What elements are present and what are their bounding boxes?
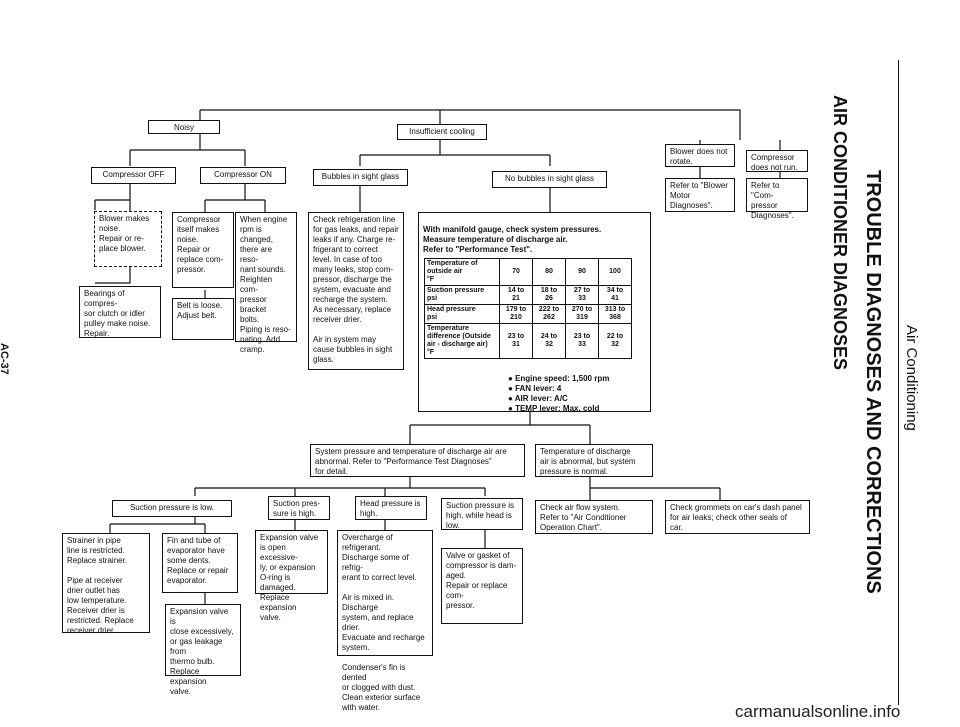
page-number: AC-37 bbox=[0, 343, 10, 375]
performance-cell: 270 to 319 bbox=[565, 304, 599, 324]
performance-cell: 80 bbox=[532, 258, 566, 286]
condition-item: ● FAN lever: 4 bbox=[508, 384, 562, 393]
section-label: Air Conditioning bbox=[903, 325, 920, 431]
compressor-itself-box: Compressor itself makes noise. Repair or… bbox=[172, 212, 234, 288]
engine-rpm-box: When engine rpm is changed, there are re… bbox=[235, 212, 297, 354]
overcharge-box: Overcharge of refrigerant. Discharge som… bbox=[337, 530, 433, 712]
watermark-text: carmanualsonline.info bbox=[735, 702, 901, 721]
compressor-off-box: Compressor OFF bbox=[91, 167, 176, 184]
bubbles-box: Bubbles in sight glass bbox=[313, 169, 408, 186]
performance-cell: 27 to 33 bbox=[565, 285, 599, 305]
temp-discharge-abnormal-box: Temperature of discharge air is abnormal… bbox=[535, 444, 653, 477]
performance-cell: 23 to 33 bbox=[565, 323, 599, 359]
performance-cell: 24 to 32 bbox=[532, 323, 566, 359]
expansion-close-box: Expansion valve is close excessively, or… bbox=[165, 604, 241, 696]
no-bubbles-box: No bubbles in sight glass bbox=[492, 171, 607, 188]
performance-row-label: Temperature difference (Outside air - di… bbox=[424, 323, 500, 359]
bearings-noise-box: Bearings of compres- sor clutch or idler… bbox=[79, 286, 161, 338]
performance-cell: 22 to 32 bbox=[598, 323, 632, 359]
fin-tube-box: Fin and tube of evaporator have some den… bbox=[162, 533, 238, 593]
performance-cell: 179 to 210 bbox=[499, 304, 533, 324]
performance-cell: 100 bbox=[598, 258, 632, 286]
noisy-box: Noisy bbox=[148, 120, 220, 134]
check-grommets-box: Check grommets on car's dash panel for a… bbox=[665, 500, 810, 534]
strainer-box: Strainer in pipe line is restricted. Rep… bbox=[62, 533, 150, 635]
condition-item: ● AIR lever: A/C bbox=[508, 394, 568, 403]
performance-cell: 23 to 31 bbox=[499, 323, 533, 359]
expansion-open-box: Expansion valve is open excessive- ly, o… bbox=[255, 530, 328, 622]
check-refrigeration-box: Check refrigeration line for gas leaks, … bbox=[308, 212, 404, 370]
suction-low-box: Suction pressure is low. bbox=[112, 500, 232, 517]
head-high-box: Head pressure is high. bbox=[355, 496, 427, 520]
test-conditions: ● Engine speed: 1,500 rpm ● FAN lever: 4… bbox=[508, 374, 609, 414]
condition-item: ● TEMP lever: Max. cold bbox=[508, 404, 600, 413]
performance-cell: 90 bbox=[565, 258, 599, 286]
refer-compressor-box: Refer to "Com- pressor Diagnoses". bbox=[746, 178, 808, 220]
blower-noise-box: Blower makes noise. Repair or re- place … bbox=[94, 211, 162, 267]
condition-item: ● Engine speed: 1,500 rpm bbox=[508, 374, 610, 383]
performance-cell: 313 to 368 bbox=[598, 304, 632, 324]
check-airflow-box: Check air flow system. Refer to "Air Con… bbox=[535, 500, 653, 534]
performance-cell: 222 to 262 bbox=[532, 304, 566, 324]
manifold-intro-text: With manifold gauge, check system pressu… bbox=[423, 225, 602, 254]
valve-gasket-box: Valve or gasket of compressor is dam- ag… bbox=[441, 548, 523, 624]
performance-cell: 70 bbox=[499, 258, 533, 286]
performance-row-label: Head pressure psi bbox=[424, 304, 500, 324]
performance-cell: 34 to 41 bbox=[598, 285, 632, 305]
belt-loose-box: Belt is loose. Adjust belt. bbox=[172, 298, 234, 340]
insufficient-cooling-box: Insufficient cooling bbox=[397, 124, 487, 140]
compressor-on-box: Compressor ON bbox=[200, 167, 286, 184]
page-title: TROUBLE DIAGNOSES AND CORRECTIONS bbox=[862, 170, 884, 594]
refer-blower-box: Refer to "Blower Motor Diagnoses". bbox=[665, 178, 735, 212]
performance-cell: 14 to 21 bbox=[499, 285, 533, 305]
page-subtitle: AIR CONDITIONER DIAGNOSES bbox=[830, 95, 850, 371]
page-rule bbox=[898, 60, 899, 705]
performance-cell: 18 to 26 bbox=[532, 285, 566, 305]
performance-row-label: Suction pressure psi bbox=[424, 285, 500, 305]
blower-not-rotate-box: Blower does not rotate. bbox=[665, 144, 735, 167]
performance-row: Temperature difference (Outside air - di… bbox=[424, 323, 632, 359]
system-pressure-abnormal-box: System pressure and temperature of disch… bbox=[310, 444, 525, 477]
compressor-not-run-box: Compressor does not run. bbox=[746, 150, 808, 172]
suction-high-box: Suction pres- sure is high. bbox=[268, 496, 330, 520]
performance-row-label: Temperature of outside air °F bbox=[424, 258, 500, 286]
suction-high-head-low-box: Suction pressure is high, while head is … bbox=[441, 498, 523, 530]
